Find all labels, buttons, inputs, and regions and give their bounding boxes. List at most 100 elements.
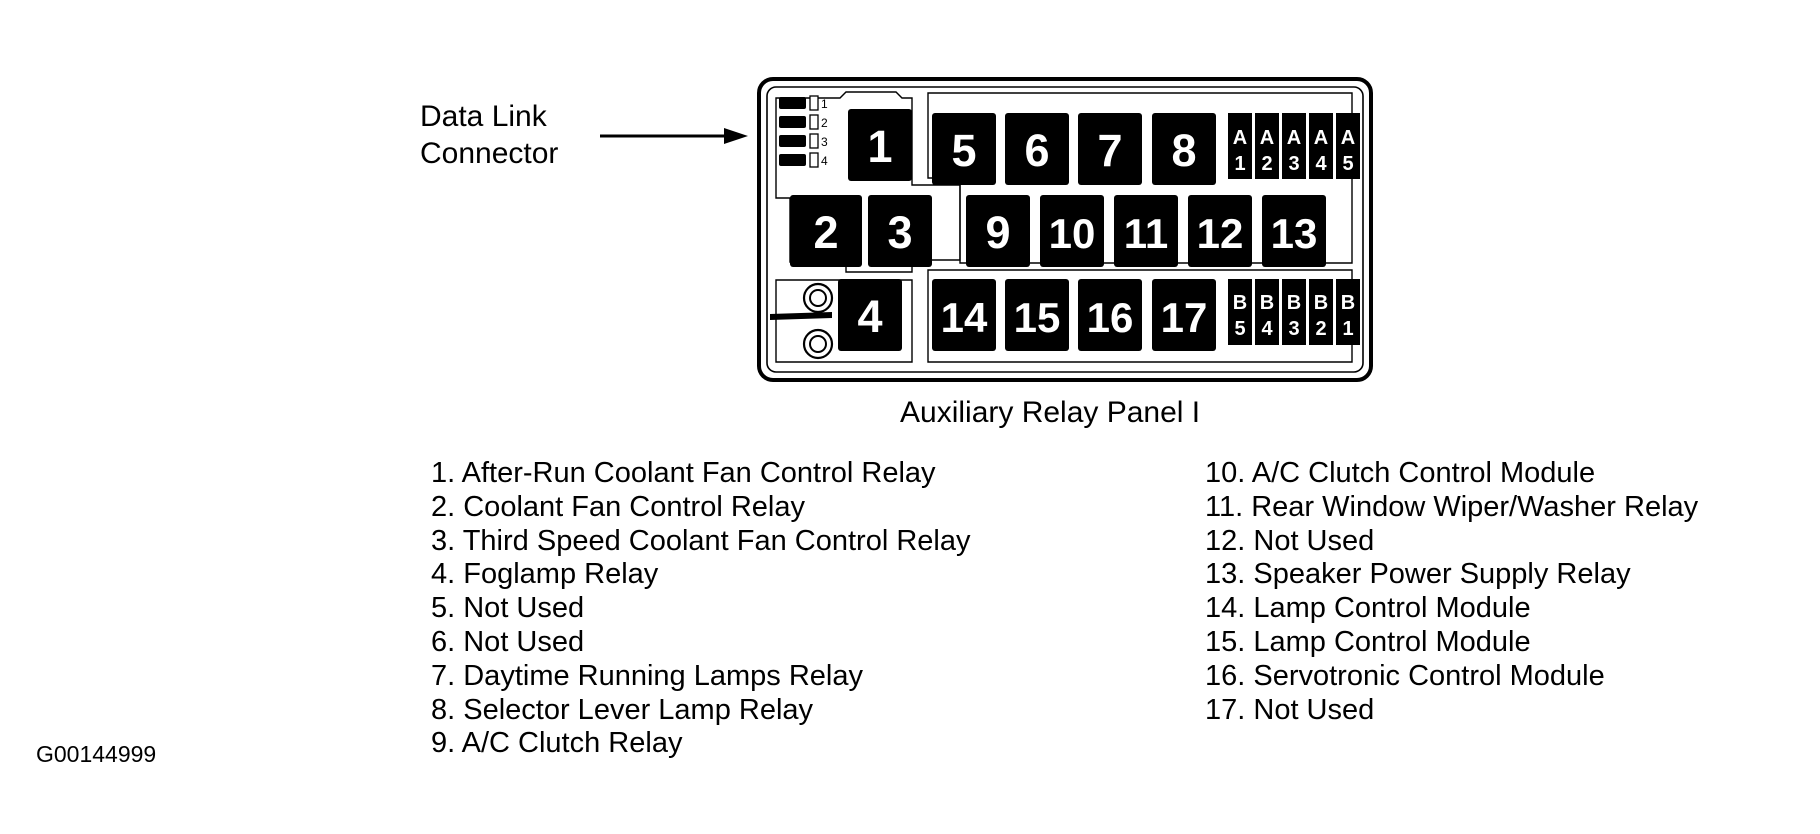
legend-item: 5. Not Used xyxy=(431,592,585,625)
connector-pin-label: 4 xyxy=(821,154,828,168)
relay-15-label: 15 xyxy=(1014,294,1061,341)
relay-5-label: 5 xyxy=(951,125,976,176)
relay-10[interactable]: 10 xyxy=(1040,195,1104,267)
relay-17[interactable]: 17 xyxy=(1152,279,1216,351)
relay-17-label: 17 xyxy=(1161,294,1208,341)
fuse-number: 3 xyxy=(1288,318,1299,340)
fuse-b3[interactable]: B 3 xyxy=(1282,279,1306,345)
relay-1[interactable]: 1 xyxy=(848,109,912,181)
legend-item: 15. Lamp Control Module xyxy=(1205,625,1531,658)
legend-item: 1. After-Run Coolant Fan Control Relay xyxy=(431,457,936,489)
fuse-block-a: A 1 A 2 A 3 A 4 A 5 xyxy=(1228,113,1360,179)
relay-9-label: 9 xyxy=(985,207,1010,258)
connector-pin-label: 2 xyxy=(821,116,828,130)
legend-item: 4. Foglamp Relay xyxy=(431,558,659,591)
relay-3[interactable]: 3 xyxy=(868,195,932,267)
relay-11[interactable]: 11 xyxy=(1114,195,1178,267)
relay-13-label: 13 xyxy=(1271,210,1318,257)
fuse-number: 2 xyxy=(1315,318,1326,340)
fuse-letter: A xyxy=(1260,127,1274,149)
figure-id: G00144999 xyxy=(36,741,157,767)
fuse-a3[interactable]: A 3 xyxy=(1282,113,1306,179)
panel-title: Auxiliary Relay Panel I xyxy=(900,396,1201,429)
legend-item: 7. Daytime Running Lamps Relay xyxy=(431,659,863,692)
fuse-number: 1 xyxy=(1342,318,1353,340)
fuse-a1[interactable]: A 1 xyxy=(1228,113,1252,179)
connector-pin-slot xyxy=(779,135,806,147)
legend-item: 13. Speaker Power Supply Relay xyxy=(1205,558,1631,591)
legend-item: 16. Servotronic Control Module xyxy=(1205,659,1605,692)
fuse-letter: B xyxy=(1314,292,1328,314)
relay-16[interactable]: 16 xyxy=(1078,279,1142,351)
fuse-letter: A xyxy=(1287,127,1301,149)
relay-13[interactable]: 13 xyxy=(1262,195,1326,267)
relay-6[interactable]: 6 xyxy=(1005,113,1069,185)
fuse-b2[interactable]: B 2 xyxy=(1309,279,1333,345)
fuse-a4[interactable]: A 4 xyxy=(1309,113,1333,179)
legend-item: 12. Not Used xyxy=(1205,524,1375,557)
fuse-letter: B xyxy=(1287,292,1301,314)
relay-7-label: 7 xyxy=(1097,125,1122,176)
legend-item: 9. A/C Clutch Relay xyxy=(431,727,683,760)
relay-14[interactable]: 14 xyxy=(932,279,996,351)
fuse-number: 4 xyxy=(1261,318,1273,340)
data-link-connector-label: Data Link Connector xyxy=(420,98,558,172)
data-link-connector: 1 2 3 4 xyxy=(779,95,828,168)
fuse-number: 3 xyxy=(1288,153,1299,175)
connector-label-line-2: Connector xyxy=(420,137,559,170)
legend-item: 3. Third Speed Coolant Fan Control Relay xyxy=(431,524,971,557)
relay-5[interactable]: 5 xyxy=(932,113,996,185)
relay-16-label: 16 xyxy=(1087,294,1134,341)
fuse-letter: B xyxy=(1341,292,1355,314)
relay-2-label: 2 xyxy=(813,207,838,258)
fuse-number: 2 xyxy=(1261,153,1272,175)
fuse-number: 1 xyxy=(1234,153,1245,175)
relay-2[interactable]: 2 xyxy=(790,195,862,267)
legend-item: 6. Not Used xyxy=(431,625,585,658)
connector-pin-slot xyxy=(779,116,806,128)
relay-8-label: 8 xyxy=(1171,125,1196,176)
relay-14-label: 14 xyxy=(941,294,988,341)
relay-8[interactable]: 8 xyxy=(1152,113,1216,185)
legend-item: 8. Selector Lever Lamp Relay xyxy=(431,693,814,726)
legend-left-column: 1. After-Run Coolant Fan Control Relay 2… xyxy=(431,457,971,761)
connector-pin-slot xyxy=(779,154,806,166)
relay-11-label: 11 xyxy=(1124,210,1168,257)
relay-7[interactable]: 7 xyxy=(1078,113,1142,185)
relay-4[interactable]: 4 xyxy=(838,279,902,351)
relay-12-label: 12 xyxy=(1197,210,1244,257)
fuse-b1[interactable]: B 1 xyxy=(1336,279,1360,345)
fuse-number: 5 xyxy=(1234,318,1245,340)
ground-bolts xyxy=(770,282,834,360)
fuse-number: 5 xyxy=(1342,153,1353,175)
legend-item: 11. Rear Window Wiper/Washer Relay xyxy=(1205,490,1699,523)
legend-item: 2. Coolant Fan Control Relay xyxy=(431,490,805,523)
fuse-letter: B xyxy=(1233,292,1247,314)
fuse-number: 4 xyxy=(1315,153,1327,175)
relay-6-label: 6 xyxy=(1024,125,1049,176)
fuse-letter: A xyxy=(1314,127,1328,149)
fuse-letter: A xyxy=(1341,127,1355,149)
fuse-b5[interactable]: B 5 xyxy=(1228,279,1252,345)
relay-12[interactable]: 12 xyxy=(1188,195,1252,267)
connector-pin-slot xyxy=(779,97,806,109)
relay-10-label: 10 xyxy=(1049,210,1096,257)
relay-1-label: 1 xyxy=(867,121,892,172)
fuse-a2[interactable]: A 2 xyxy=(1255,113,1279,179)
relay-9[interactable]: 9 xyxy=(966,195,1030,267)
fuse-letter: B xyxy=(1260,292,1274,314)
fuse-b4[interactable]: B 4 xyxy=(1255,279,1279,345)
relay-4-label: 4 xyxy=(857,291,882,342)
connector-pin-label: 1 xyxy=(821,97,828,111)
fuse-a5[interactable]: A 5 xyxy=(1336,113,1360,179)
legend-item: 17. Not Used xyxy=(1205,693,1375,726)
fuse-block-b: B 5 B 4 B 3 B 2 B 1 xyxy=(1228,279,1360,345)
fuse-letter: A xyxy=(1233,127,1247,149)
legend-item: 10. A/C Clutch Control Module xyxy=(1205,457,1596,489)
legend-item: 14. Lamp Control Module xyxy=(1205,592,1531,625)
connector-arrow xyxy=(600,128,748,144)
relay-3-label: 3 xyxy=(887,207,912,258)
relay-15[interactable]: 15 xyxy=(1005,279,1069,351)
